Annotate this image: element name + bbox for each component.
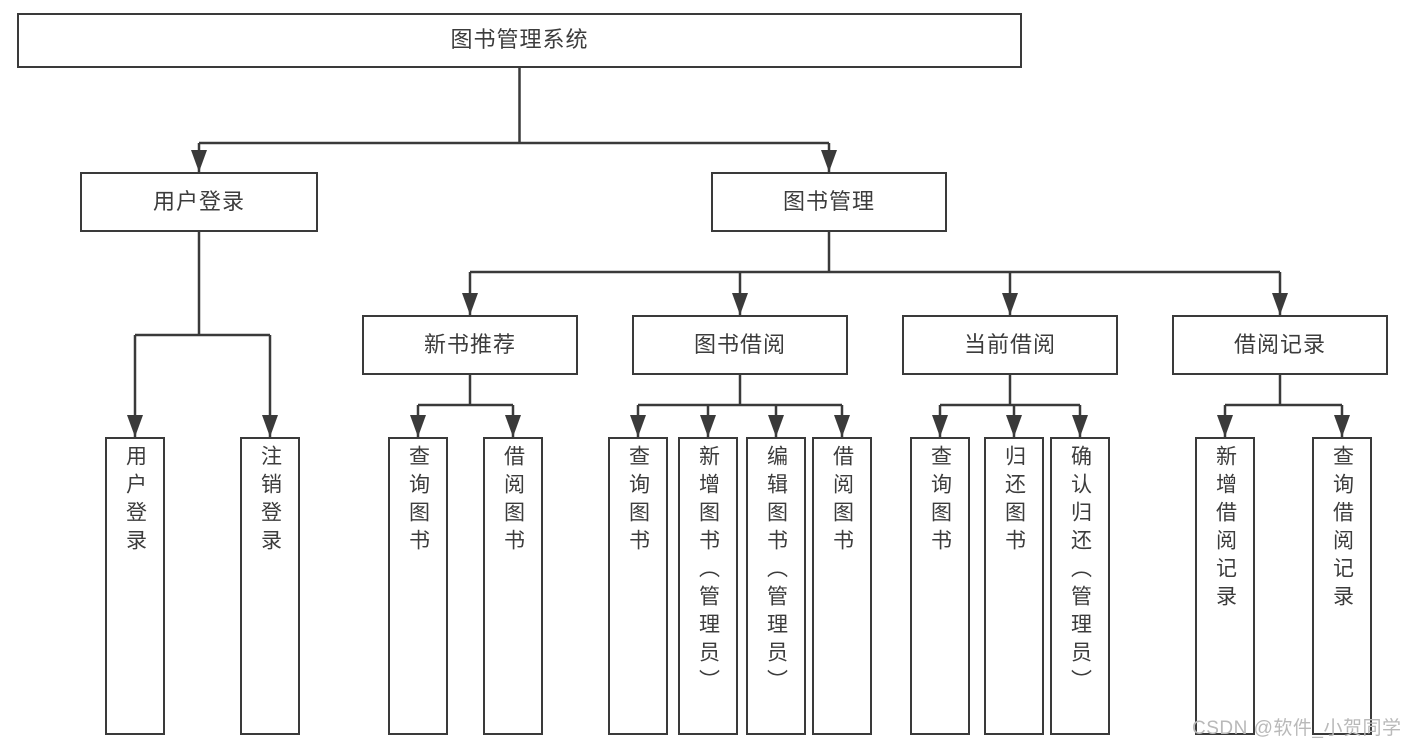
node-label-leaf-query-book-2: 查询图书 [626, 445, 650, 557]
node-label-leaf-borrow-book-2: 借阅图书 [830, 445, 854, 557]
node-leaf-user-logout: 注销登录 [240, 437, 300, 735]
node-user-login: 用户登录 [80, 172, 318, 232]
node-label-book-borrow: 图书借阅 [693, 331, 786, 357]
node-label-leaf-query-book-1: 查询图书 [406, 445, 430, 557]
node-leaf-add-record: 新增借阅记录 [1195, 437, 1255, 735]
watermark-label: CSDN @软件_小贺同学 [1192, 718, 1402, 739]
arrowhead-book-borrow-3 [834, 415, 850, 437]
arrowhead-borrow-rec-1 [1334, 415, 1350, 437]
arrowhead-cur-borrow-1 [1006, 415, 1022, 437]
arrowhead-new-book-rec-0 [410, 415, 426, 437]
node-cur-borrow: 当前借阅 [902, 315, 1118, 375]
node-label-new-book-rec: 新书推荐 [423, 331, 516, 357]
node-label-leaf-return-book: 归还图书 [1002, 445, 1026, 557]
arrowhead-cur-borrow-0 [932, 415, 948, 437]
arrowhead-cur-borrow-2 [1072, 415, 1088, 437]
arrowhead-book-mgmt-2 [1002, 293, 1018, 315]
arrowhead-user-login-1 [262, 415, 278, 437]
node-label-leaf-user-logout: 注销登录 [258, 445, 282, 557]
arrowhead-user-login-0 [127, 415, 143, 437]
arrowhead-book-borrow-1 [700, 415, 716, 437]
node-borrow-rec: 借阅记录 [1172, 315, 1388, 375]
node-label-leaf-add-record: 新增借阅记录 [1213, 445, 1237, 613]
node-label-leaf-query-record: 查询借阅记录 [1330, 445, 1354, 613]
node-label-leaf-borrow-book-1: 借阅图书 [501, 445, 525, 557]
node-label-leaf-confirm-return: 确认归还（管理员） [1068, 445, 1092, 697]
arrowhead-root-1 [821, 150, 837, 172]
node-leaf-return-book: 归还图书 [984, 437, 1044, 735]
node-book-mgmt: 图书管理 [711, 172, 947, 232]
node-leaf-borrow-book-1: 借阅图书 [483, 437, 543, 735]
node-label-leaf-add-book: 新增图书（管理员） [696, 445, 720, 697]
node-book-borrow: 图书借阅 [632, 315, 848, 375]
node-label-user-login: 用户登录 [152, 188, 245, 214]
node-leaf-confirm-return: 确认归还（管理员） [1050, 437, 1110, 735]
arrowhead-book-mgmt-3 [1272, 293, 1288, 315]
node-label-borrow-rec: 借阅记录 [1233, 331, 1326, 357]
arrowhead-new-book-rec-1 [505, 415, 521, 437]
node-leaf-user-login: 用户登录 [105, 437, 165, 735]
node-label-cur-borrow: 当前借阅 [963, 331, 1056, 357]
node-leaf-borrow-book-2: 借阅图书 [812, 437, 872, 735]
node-label-book-mgmt: 图书管理 [782, 188, 875, 214]
node-leaf-query-record: 查询借阅记录 [1312, 437, 1372, 735]
node-label-leaf-user-login: 用户登录 [123, 445, 147, 557]
node-label-leaf-query-book-3: 查询图书 [928, 445, 952, 557]
node-new-book-rec: 新书推荐 [362, 315, 578, 375]
node-leaf-query-book-2: 查询图书 [608, 437, 668, 735]
node-leaf-add-book: 新增图书（管理员） [678, 437, 738, 735]
arrowhead-borrow-rec-0 [1217, 415, 1233, 437]
node-leaf-query-book-3: 查询图书 [910, 437, 970, 735]
node-root: 图书管理系统 [17, 13, 1022, 68]
node-leaf-edit-book: 编辑图书（管理员） [746, 437, 806, 735]
node-leaf-query-book-1: 查询图书 [388, 437, 448, 735]
arrowhead-book-borrow-0 [630, 415, 646, 437]
arrowhead-book-mgmt-0 [462, 293, 478, 315]
node-label-root: 图书管理系统 [450, 27, 589, 53]
arrowhead-book-mgmt-1 [732, 293, 748, 315]
arrowhead-root-0 [191, 150, 207, 172]
arrowhead-book-borrow-2 [768, 415, 784, 437]
node-label-leaf-edit-book: 编辑图书（管理员） [764, 445, 788, 697]
